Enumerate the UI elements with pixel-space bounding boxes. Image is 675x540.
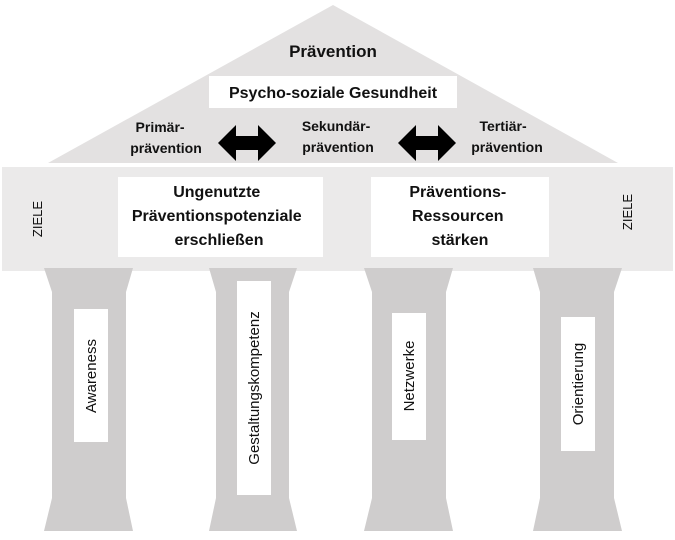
- stage-secondary: Sekundär- prävention: [302, 118, 374, 155]
- goal-box-right: [371, 177, 549, 257]
- roof-subtitle: Psycho-soziale Gesundheit: [229, 85, 438, 102]
- goals-label-left: ZIELE: [30, 201, 45, 237]
- double-arrow-left-icon: [218, 125, 276, 161]
- beam: [2, 167, 673, 271]
- pillar-4-label: Orientierung: [570, 343, 587, 426]
- goal-box-left: [118, 177, 323, 257]
- pillar-1-label-box: [74, 309, 108, 442]
- goals-label-right: ZIELE: [620, 194, 635, 230]
- pillar-1-label: Awareness: [83, 339, 100, 413]
- pillar-3-label-box: [392, 313, 426, 440]
- double-arrow-right-icon: [398, 125, 456, 161]
- pillar-2-label: Gestaltungskompetenz: [246, 311, 263, 464]
- pillar-3-label: Netzwerke: [401, 341, 418, 412]
- goal-right-text: Präventions- Ressourcen stärken: [409, 184, 510, 249]
- pillar-4-label-box: [561, 317, 595, 451]
- roof-title: Prävention: [289, 42, 377, 61]
- pillar-2-label-box: [237, 281, 271, 495]
- goal-left-text: Ungenutzte Präventionspotenziale erschli…: [132, 184, 306, 249]
- subtitle-box: [209, 76, 457, 108]
- stage-primary: Primär- prävention: [130, 119, 202, 156]
- stage-tertiary: Tertiär- prävention: [471, 118, 543, 155]
